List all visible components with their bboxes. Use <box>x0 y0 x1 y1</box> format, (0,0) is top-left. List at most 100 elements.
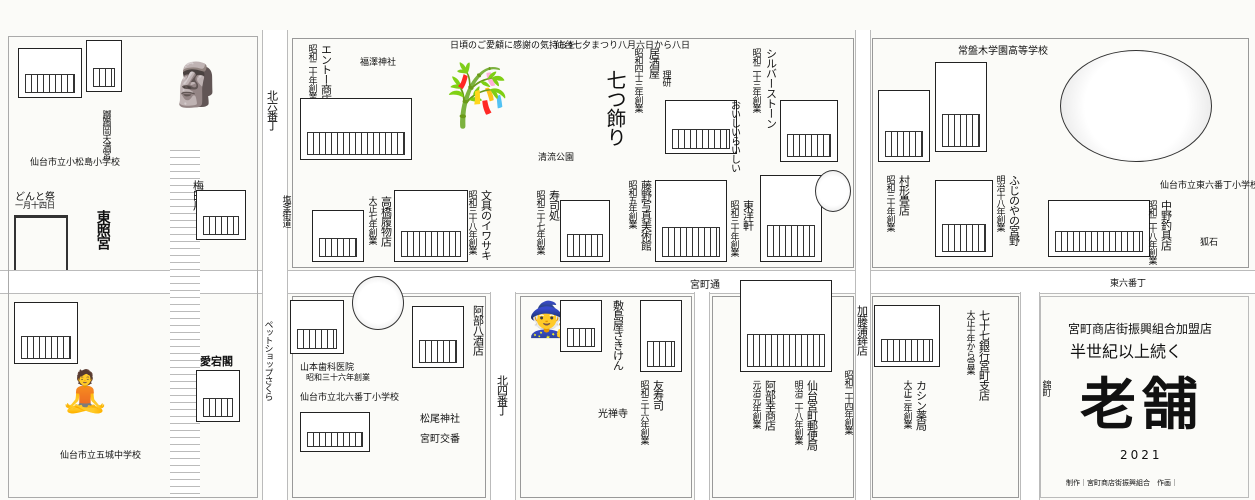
jizo-statue-icon: 🗿 <box>170 60 223 109</box>
building-oishi <box>780 100 838 162</box>
shop-77bank: 七十七銀行宮町支店 <box>977 310 991 400</box>
building-pet <box>290 300 344 354</box>
building-aiseikaku <box>196 370 240 422</box>
shop-kanshin: カシン薬局 <box>914 380 928 430</box>
building-toshogu-gate <box>14 302 78 364</box>
shop-entoshiya: エントー商店 <box>319 44 333 104</box>
year-siritsuten: 昭和二十三年創業 <box>750 48 761 112</box>
year-77bank: 大正十年から営業 <box>964 310 975 374</box>
block-upper-middle <box>292 38 854 268</box>
banner-year: 2021 <box>1120 448 1163 462</box>
torii-gate <box>14 215 68 270</box>
year-iwasaki: 昭和三十八年創業 <box>466 190 477 254</box>
year-nakano: 昭和二十八年創業 <box>1146 200 1157 264</box>
year-kato: 昭和二十四年創業 <box>842 370 853 434</box>
building-fujino <box>655 180 727 262</box>
shop-bar: 居酒屋 <box>647 48 661 78</box>
road-right <box>855 30 871 500</box>
shop-yamamoto: 山本歯科医院 <box>300 363 355 373</box>
year-yamamoto: 昭和三十六年創業 <box>306 373 370 382</box>
shop-nakano: 中野釣具店 <box>1159 200 1173 250</box>
street-higashi-rokubancho: 東六番丁 <box>1110 279 1147 289</box>
shop-shikishima: 敷島屋さきけん <box>611 300 625 370</box>
street-kita-rokubancho: 北六番丁 <box>265 90 279 130</box>
banner-org: 宮町商店街振興組合加盟店 <box>1068 322 1213 336</box>
year-kanshin: 大正三年創業 <box>901 380 912 428</box>
building-entoshiya <box>300 98 412 160</box>
building-tokiwagi <box>935 62 987 152</box>
block-lower-right <box>872 296 1019 498</box>
year-tomo: 昭和三十六年創業 <box>638 380 649 444</box>
shop-fujiwara: ふじのやの宮野 <box>1007 175 1021 245</box>
shop-oishi: おいしいらいしい <box>728 100 740 172</box>
tree-lower <box>352 276 404 330</box>
building-takahashi <box>312 210 364 262</box>
building-post <box>740 280 832 372</box>
shop-iwasaki: 文具のイワサキ <box>479 190 493 260</box>
shop-higashi: 東洋軒 <box>741 200 755 230</box>
label-komatsushima: 仙台市立小松島小学校 <box>30 158 121 168</box>
label-toshogu: 東照宮 <box>94 210 111 249</box>
shop-abe-sake: 阿部八酒店 <box>471 305 485 355</box>
shop-sushi: 寿司処 <box>547 190 561 220</box>
year-takahashi: 大正七年創業 <box>366 196 377 244</box>
year-higashi: 昭和三十年創業 <box>728 200 739 256</box>
shop-murakata: 村形畳店 <box>897 175 911 215</box>
building-school <box>86 40 122 92</box>
building-school-lower <box>300 412 370 452</box>
shop-pet: ペットショップさくら <box>262 320 273 400</box>
year-fujino: 昭和五年創業 <box>626 180 637 228</box>
year-sushi: 昭和三十七年創業 <box>534 190 545 254</box>
building-iwasaki <box>394 190 468 262</box>
building-nakano <box>1048 200 1150 257</box>
shop-tomo: 友寿司 <box>651 380 665 410</box>
year-abe-shoten: 元治元年創業 <box>750 380 761 428</box>
label-matsuo-shrine: 松尾神社 <box>420 414 460 425</box>
label-kozen-temple: 光禅寺 <box>598 409 628 420</box>
label-kitsune-ishi: 狐石 <box>1200 238 1219 248</box>
label-donto-date: 一月十四日 <box>15 201 55 210</box>
banner-tagline: 半世紀以上続く <box>1070 342 1183 361</box>
building-tsutsujigaoka <box>18 48 82 98</box>
shop-abe-shoten: 阿部幸商店 <box>763 380 777 430</box>
tanabata-greeting: 日頃のご愛顧に感謝の気持ちを <box>450 41 577 51</box>
tree-big <box>1060 50 1212 162</box>
building-shrine-left <box>196 190 246 240</box>
year-riken: 昭和四十三年創業 <box>632 48 643 112</box>
block-upper-right <box>872 38 1249 268</box>
tree-upper <box>815 170 851 212</box>
year-post: 明治二十八年創業 <box>792 380 803 444</box>
label-koban: 宮町交番 <box>420 434 460 445</box>
figure-warrior: 🧘 <box>60 369 110 415</box>
building-riken <box>665 100 737 154</box>
banner-credit: 制作｜宮町商店街振興組合 作画｜ <box>1066 479 1178 487</box>
building-higashi <box>760 175 822 262</box>
label-seiryu-park: 清流公園 <box>538 153 575 163</box>
tanabata-title: 七つ飾り <box>603 70 627 146</box>
year-entoshiya: 昭和二十年創業 <box>306 44 317 100</box>
shop-fujino: 藤野写真美術館 <box>639 180 653 250</box>
tanabata-note: 仙台七夕まつり八月六日から八日 <box>555 41 691 51</box>
label-gojo-jhs: 仙台市立五城中学校 <box>60 451 142 461</box>
building-tomo <box>640 300 682 372</box>
umeda-river <box>170 150 200 500</box>
label-tokiwagi: 常盤木学園高等学校 <box>958 46 1048 57</box>
label-higashi-school: 仙台市立東六番丁小学校 <box>1160 181 1255 191</box>
road-miyamachi-dori <box>0 270 1255 294</box>
label-fukuzawa-shrine: 福澤神社 <box>360 58 397 68</box>
building-sushi <box>560 200 610 262</box>
year-fujiwara: 明治十八年創業 <box>994 175 1005 231</box>
label-kita-school: 仙台市立北六番丁小学校 <box>300 393 400 403</box>
label-aiseikaku: 愛宕閣 <box>200 355 233 368</box>
street-miyamachi-dori: 宮町通 <box>690 280 720 291</box>
building-shikishima <box>560 300 602 352</box>
tanabata-decoration-icon: 🎋 <box>440 61 515 131</box>
title-banner <box>1040 296 1249 498</box>
building-fujiwara <box>935 180 993 257</box>
shop-takahashi: 高橋履物店 <box>379 196 393 246</box>
road-kita-rokubancho <box>262 30 288 500</box>
banner-title: 老舗 <box>1080 372 1204 438</box>
block-lower-middle <box>520 296 692 498</box>
building-kanshin <box>874 305 940 367</box>
